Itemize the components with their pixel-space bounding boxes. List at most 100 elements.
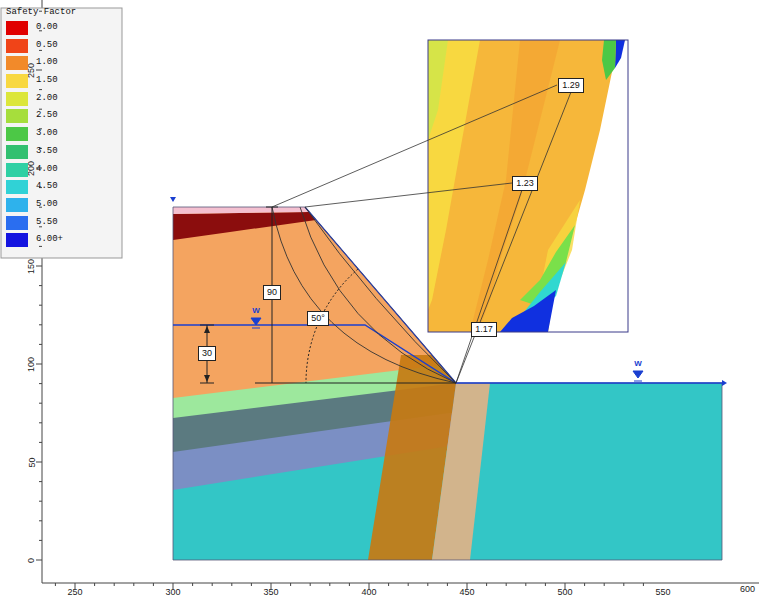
axis-tick: [36, 70, 42, 71]
water-label: W: [252, 307, 260, 315]
contour-fill: [428, 40, 448, 140]
axis-tick: [39, 540, 42, 541]
dimension-tick: [200, 325, 214, 326]
axis-tick: [39, 109, 42, 110]
axis-tick: [39, 383, 42, 384]
axis-tick: [212, 583, 213, 586]
contour-fill: [428, 40, 625, 332]
contour-fill: [428, 40, 480, 310]
legend-text: 5.00: [36, 200, 58, 209]
axis-tick: [153, 583, 154, 586]
legend-text: 2.00: [36, 94, 58, 103]
axis-tick: [39, 246, 42, 247]
water-symbol: [634, 381, 642, 382]
angle-arc: [306, 269, 358, 383]
legend-text: 2.50: [36, 111, 58, 120]
axis-tick: [231, 583, 232, 586]
axis-tick: [39, 89, 42, 90]
axis-tick: [388, 583, 389, 586]
axis-tick-label: 250: [67, 588, 82, 597]
legend-swatch: [6, 163, 28, 177]
legend-swatch: [6, 39, 28, 53]
inset-frame: [428, 40, 628, 332]
axis-tick: [114, 583, 115, 586]
axis-tick-label: 450: [459, 588, 474, 597]
axis-tick: [36, 560, 42, 561]
axis-tick-label: 400: [361, 588, 376, 597]
axis-tick: [192, 583, 193, 586]
axis-tick: [584, 583, 585, 586]
angle-label: 50°: [307, 311, 329, 326]
legend-text: 3.00: [36, 129, 58, 138]
axis-tick: [643, 583, 644, 586]
legend-text: 5.50: [36, 218, 58, 227]
axis-tick: [94, 583, 95, 586]
axis-tick: [39, 403, 42, 404]
axis-tick: [39, 442, 42, 443]
legend-text: 4.00: [36, 165, 58, 174]
arrowhead: [204, 326, 210, 333]
contour-fill: [602, 40, 616, 80]
dimension-tick: [200, 383, 214, 384]
axis-tick-label: 200: [28, 160, 37, 175]
legend-title: Safety Factor: [6, 8, 76, 17]
dark-red-layer: [173, 212, 316, 240]
axis-tick: [133, 583, 134, 586]
water-symbol: [633, 371, 643, 378]
water-symbol: [251, 318, 261, 325]
callout-number: 1.23: [512, 176, 538, 191]
leader-line: [456, 92, 571, 383]
axis-tick-label: 100: [28, 356, 37, 371]
contour-fill: [615, 40, 625, 68]
water-label: W: [634, 360, 642, 368]
axis-tick: [39, 422, 42, 423]
axis-tick: [623, 583, 624, 586]
axis-tick: [447, 583, 448, 586]
axis-tick: [506, 583, 507, 586]
axis-tick: [604, 583, 605, 586]
axis-tick: [408, 583, 409, 586]
legend-text: 0.00: [36, 23, 58, 32]
legend-frame: [1, 8, 122, 258]
axis-tick: [39, 324, 42, 325]
dimensions: [200, 207, 456, 383]
axis-tick: [55, 583, 56, 586]
boundary-marker: [170, 197, 176, 202]
axis-tick: [39, 481, 42, 482]
axis-tick: [39, 50, 42, 51]
legend-swatch: [6, 233, 28, 247]
axis-tick: [36, 266, 42, 267]
pink-layer: [173, 207, 309, 214]
dimension-label: 30: [198, 346, 216, 361]
leader-lines: [272, 85, 571, 383]
leader-line: [272, 85, 557, 207]
axis-tick: [39, 344, 42, 345]
contour-fill: [500, 290, 556, 332]
legend-swatch: [6, 198, 28, 212]
inset-ground: [428, 40, 628, 332]
axis-tick-label: 600: [740, 585, 755, 594]
axis-tick: [39, 305, 42, 306]
callout-number: 1.17: [471, 322, 497, 337]
legend-text: 6.00+: [36, 235, 63, 244]
bedrock: [173, 207, 456, 560]
legend-text: 1.50: [36, 76, 58, 85]
axis-tick-label: 500: [557, 588, 572, 597]
axis-tick-label: 550: [655, 588, 670, 597]
legend-swatch: [6, 145, 28, 159]
legend-text: 1.00: [36, 58, 58, 67]
axis-tick-label: 250: [28, 62, 37, 77]
axis-tick: [329, 583, 330, 586]
axis-tick-label: 150: [28, 258, 37, 273]
axis-tick: [290, 583, 291, 586]
legend-swatch: [6, 21, 28, 35]
boundary-marker: [722, 380, 727, 386]
legend-swatch: [6, 180, 28, 194]
axis-tick-label: 300: [165, 588, 180, 597]
legend-text: 3.50: [36, 147, 58, 156]
water-symbol: [252, 328, 260, 329]
axis-tick-label: 50: [27, 457, 36, 467]
legend-swatch: [6, 56, 28, 70]
